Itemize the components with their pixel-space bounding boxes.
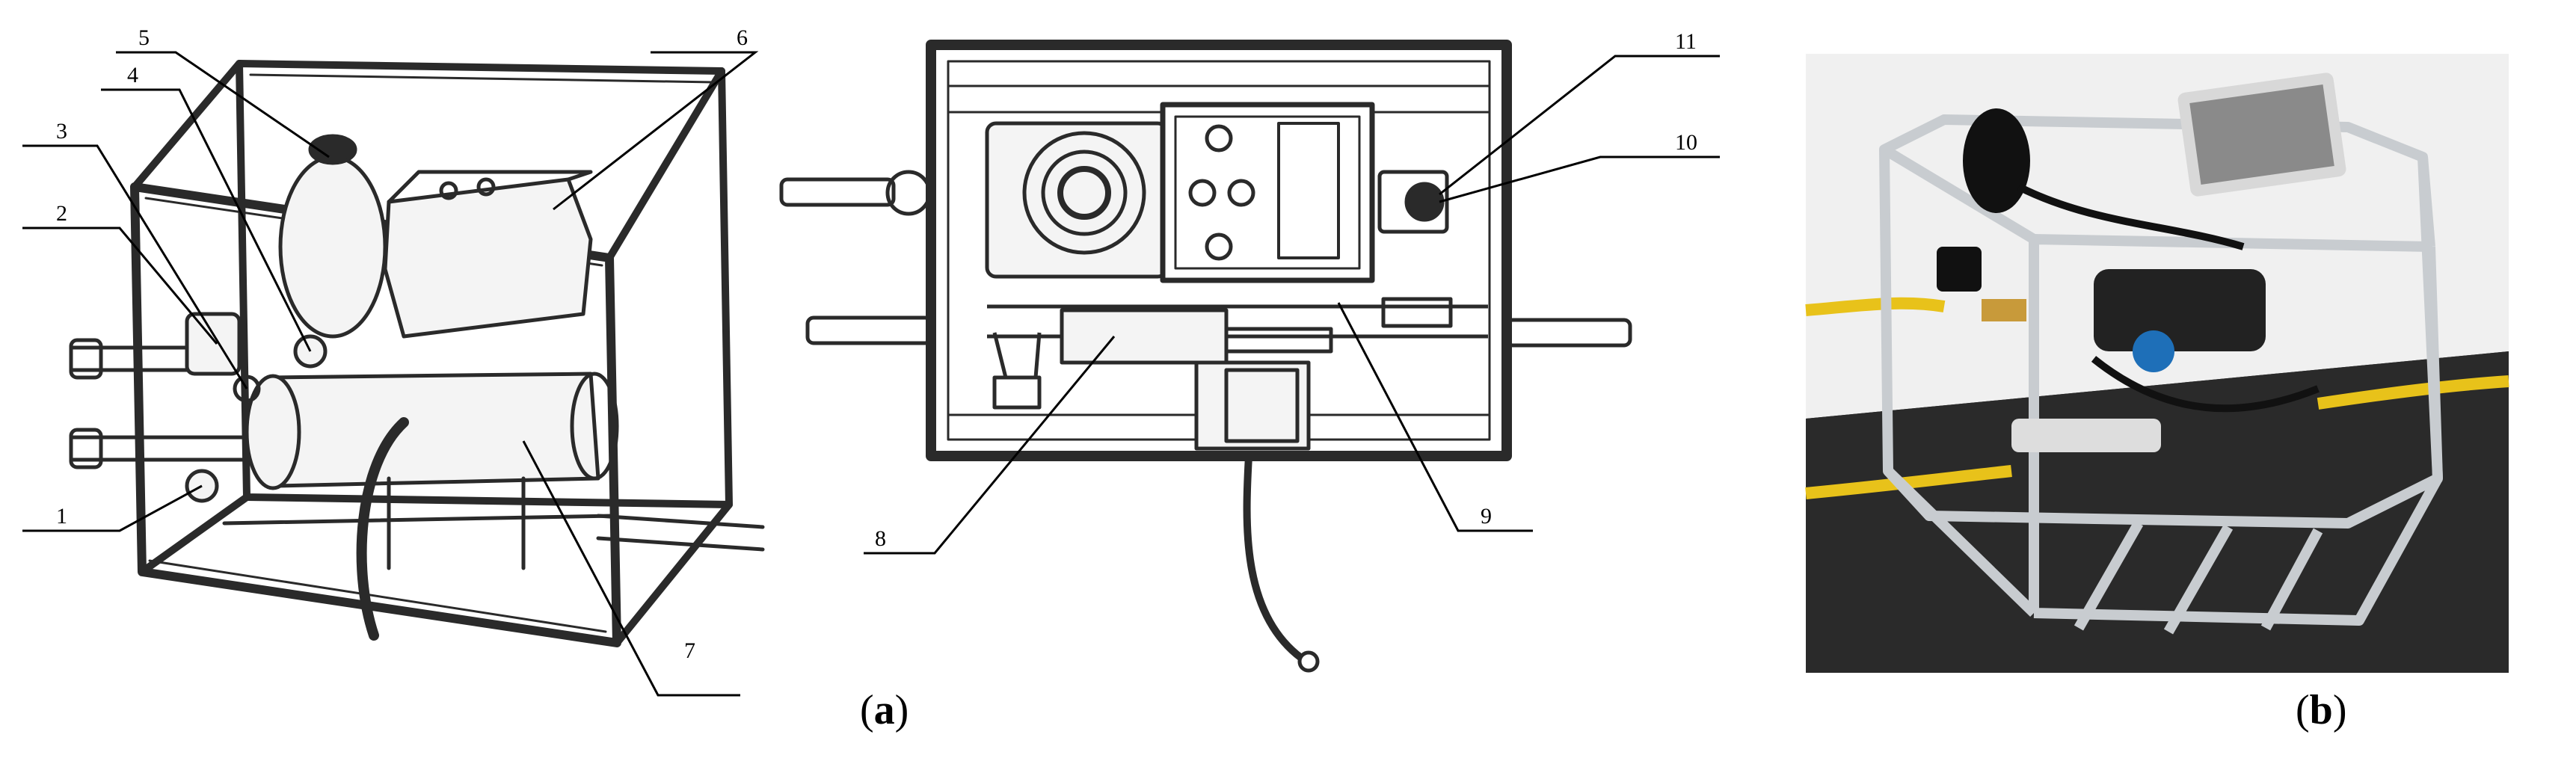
gauge-mid — [1041, 150, 1128, 236]
base-structure — [222, 476, 615, 570]
callout-10: 10 — [1675, 130, 1697, 155]
photo-hose — [1805, 297, 2509, 499]
front-cable — [1243, 455, 1304, 661]
callout-1: 1 — [56, 504, 67, 529]
pipe-tee-left — [992, 332, 1042, 380]
motor-block — [1194, 360, 1311, 451]
caption-b: (b) — [2296, 686, 2346, 734]
callout-7: 7 — [684, 638, 695, 663]
knob — [1404, 182, 1445, 222]
control-button-4 — [1205, 232, 1233, 261]
valve-body — [185, 312, 242, 376]
sensor-9 — [1224, 327, 1333, 354]
control-button-1 — [1205, 124, 1233, 152]
callout-labels-right: 8 9 10 11 — [875, 29, 1697, 551]
front-fitting-upper-nut — [885, 170, 932, 216]
photo-floor — [1806, 351, 2509, 673]
control-panel — [1160, 102, 1375, 283]
sensor-10 — [1381, 297, 1453, 328]
callout-3: 3 — [56, 119, 67, 144]
callout-leaders-left — [22, 51, 759, 697]
photograph — [1805, 54, 2509, 673]
knob-housing — [1377, 170, 1449, 234]
caption-a: (a) — [860, 686, 909, 734]
front-fitting-right — [1504, 318, 1632, 348]
photo-tank — [1963, 108, 2030, 213]
caption-a-close: ) — [894, 687, 909, 733]
control-panel-inner — [1174, 115, 1361, 270]
pipe-left-lower — [69, 435, 249, 462]
control-button-2 — [1188, 179, 1217, 207]
photo-valve — [1937, 247, 1982, 292]
caption-a-open: ( — [860, 687, 874, 733]
callout-leaders-right — [864, 55, 1720, 555]
pump-end-right — [570, 372, 619, 481]
caption-a-letter: a — [873, 687, 895, 733]
pipe-right — [596, 514, 765, 552]
pipe-tee-left-base — [992, 375, 1042, 410]
callout-11: 11 — [1675, 29, 1697, 54]
callout-labels-left: 1 2 3 4 5 6 7 — [56, 25, 748, 663]
caption-b-letter: b — [2309, 687, 2333, 733]
callout-9: 9 — [1481, 504, 1492, 529]
photo-screen — [2189, 84, 2334, 185]
controller-knob-1 — [439, 181, 458, 200]
caption-b-close: ) — [2332, 687, 2347, 733]
frame-edges — [131, 60, 733, 647]
front-fitting-upper — [779, 177, 896, 207]
pump-cylinder — [267, 372, 600, 488]
tank-body — [278, 155, 387, 339]
callout-8: 8 — [875, 526, 886, 551]
photo-blue-fitting — [2133, 330, 2174, 372]
pipe-filter — [1060, 308, 1229, 365]
pipe-left-lower-fitting — [69, 428, 103, 469]
isometric-view-drawing — [69, 60, 765, 647]
pipe-left-upper — [69, 345, 189, 372]
callout-4: 4 — [127, 63, 138, 87]
photo-black-hose — [2017, 183, 2320, 413]
control-display — [1277, 122, 1340, 259]
front-fitting-lower — [805, 315, 933, 345]
caption-b-open: ( — [2296, 687, 2310, 733]
pump-end-left — [245, 374, 301, 490]
callout-6: 6 — [737, 25, 748, 50]
photo-filter — [2011, 419, 2161, 452]
callout-5: 5 — [138, 25, 150, 50]
motor-block-inner — [1224, 368, 1300, 443]
tank-cap — [308, 134, 357, 165]
photo-pump — [2094, 269, 2266, 351]
gauge-inner — [1057, 166, 1111, 220]
fitting-3 — [233, 375, 261, 403]
gauge-outer — [1022, 131, 1146, 255]
front-view-drawing — [779, 40, 1632, 673]
photo-brass-fitting — [1982, 299, 2026, 321]
callout-2: 2 — [56, 201, 67, 226]
front-frame — [926, 40, 1512, 461]
control-button-3 — [1227, 179, 1255, 207]
pipe-left-upper-fitting — [69, 338, 103, 380]
front-cable-end — [1297, 650, 1320, 673]
controller-box-top — [387, 170, 593, 204]
controller-knob-2 — [476, 177, 496, 197]
